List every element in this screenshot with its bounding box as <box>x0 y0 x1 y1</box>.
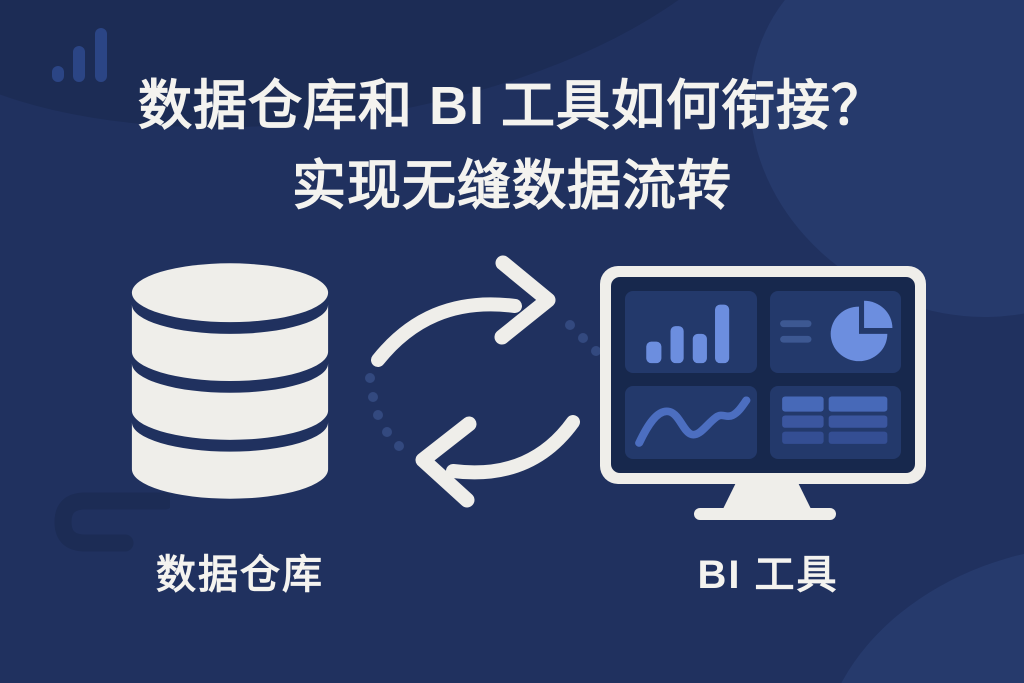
background-squiggle <box>54 492 170 552</box>
logo-bar-short <box>52 66 64 82</box>
label-bi-tools: BI 工具 <box>697 553 839 597</box>
database-icon <box>131 263 329 499</box>
monitor-stand-base <box>694 508 836 520</box>
title-line-1: 数据仓库和 BI 工具如何衔接？ <box>137 76 886 136</box>
dotted-arc-left <box>365 373 404 451</box>
monitor-stand-neck <box>722 480 812 511</box>
line-chart-widget-icon <box>625 385 757 459</box>
label-data-warehouse: 数据仓库 <box>156 553 324 597</box>
dotted-arc-right <box>565 320 601 356</box>
logo-bar-medium <box>73 46 85 82</box>
bar-chart-widget-icon <box>625 291 757 373</box>
bar-chart-logo-icon <box>48 22 112 82</box>
pie-chart-widget-icon <box>769 291 901 373</box>
monitor-screen <box>611 277 915 473</box>
page-title: 数据仓库和 BI 工具如何衔接？ 实现无缝数据流转 <box>0 66 1024 226</box>
monitor-icon <box>600 266 926 484</box>
data-table-widget-icon <box>769 385 901 459</box>
logo-bar-tall <box>95 28 107 82</box>
title-line-2: 实现无缝数据流转 <box>292 156 732 216</box>
sync-arrows-icon <box>365 255 601 508</box>
